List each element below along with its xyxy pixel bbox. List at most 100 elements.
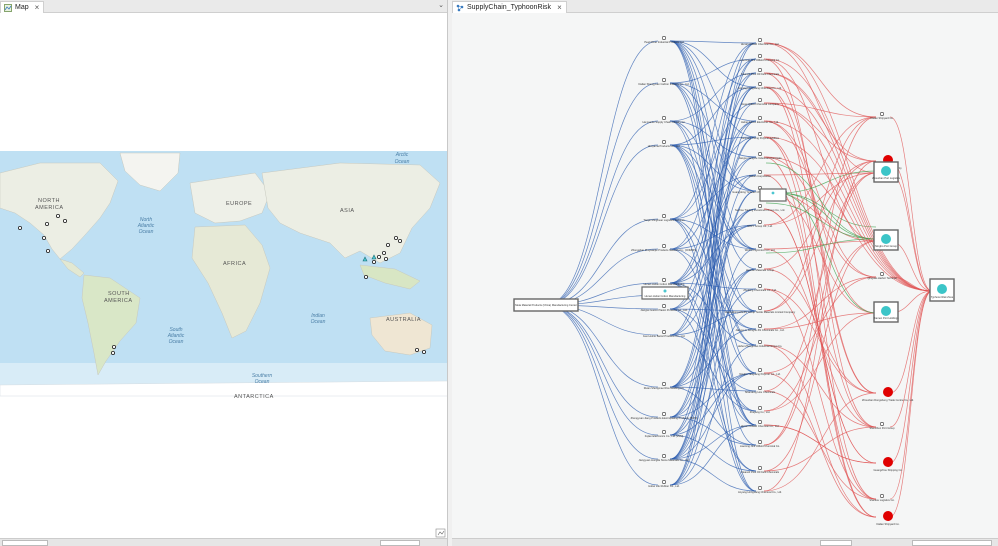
at-risk-node[interactable] bbox=[883, 511, 893, 521]
selected-node-box[interactable] bbox=[641, 286, 689, 300]
supplier-node-tier1[interactable] bbox=[662, 214, 667, 219]
supplier-node-tier2[interactable] bbox=[757, 485, 762, 490]
supplier-node-tier1[interactable] bbox=[662, 140, 667, 145]
map-marker[interactable] bbox=[385, 242, 390, 247]
supplier-node-tier2[interactable] bbox=[757, 385, 762, 390]
risk-node[interactable] bbox=[937, 284, 947, 294]
supplier-node-tier1[interactable] bbox=[662, 453, 667, 458]
supplier-node-tier3[interactable] bbox=[879, 271, 884, 276]
map-marker[interactable] bbox=[421, 349, 426, 354]
supplier-node-tier2[interactable] bbox=[757, 367, 762, 372]
supplier-node-tier2[interactable] bbox=[757, 170, 762, 175]
supplier-node-tier1[interactable] bbox=[662, 78, 667, 83]
supplier-node-tier2[interactable] bbox=[757, 37, 762, 42]
tab-supplychain[interactable]: SupplyChain_TyphoonRisk × bbox=[452, 1, 567, 13]
supplier-node-tier2[interactable] bbox=[757, 339, 762, 344]
map-marker[interactable] bbox=[45, 221, 50, 226]
map-marker[interactable] bbox=[376, 254, 381, 259]
supplier-node-tier2[interactable] bbox=[757, 405, 762, 410]
supplier-node-tier2[interactable] bbox=[757, 132, 762, 137]
facility-markers[interactable] bbox=[17, 213, 426, 355]
supplier-node-tier1[interactable] bbox=[662, 329, 667, 334]
supplier-label-tier3: Shenzhen Port Group bbox=[869, 426, 895, 430]
map-marker[interactable] bbox=[42, 235, 47, 240]
supplier-node-tier2[interactable] bbox=[757, 116, 762, 121]
edge-risk bbox=[763, 268, 877, 394]
map-marker[interactable] bbox=[363, 274, 368, 279]
supplier-node-tier2[interactable] bbox=[757, 98, 762, 103]
supplier-node-tier2[interactable] bbox=[757, 305, 762, 310]
close-icon[interactable]: × bbox=[557, 3, 562, 12]
supplier-node-tier3[interactable] bbox=[879, 112, 884, 117]
supplier-node-tier2[interactable] bbox=[757, 283, 762, 288]
close-icon[interactable]: × bbox=[34, 3, 40, 12]
chevron-down-icon[interactable]: ⌄ bbox=[438, 2, 444, 9]
supplier-node-tier1[interactable] bbox=[662, 244, 667, 249]
supplier-node-tier2[interactable] bbox=[757, 323, 762, 328]
supplier-node-tier2[interactable] bbox=[757, 439, 762, 444]
selected-tier2-box[interactable] bbox=[759, 188, 787, 202]
at-risk-node[interactable] bbox=[883, 387, 893, 397]
selected-node-dot[interactable] bbox=[771, 191, 775, 195]
nodes[interactable]: Meta Material Products (China) Manufactu… bbox=[513, 35, 955, 526]
supplier-node-tier2[interactable] bbox=[757, 53, 762, 58]
map-marker[interactable] bbox=[397, 238, 402, 243]
map-marker[interactable] bbox=[17, 225, 22, 230]
edge-risk bbox=[765, 120, 933, 292]
supplier-node-tier1[interactable] bbox=[662, 381, 667, 386]
selected-tier3-node[interactable] bbox=[881, 234, 891, 244]
map-marker[interactable] bbox=[414, 347, 419, 352]
edge-supply bbox=[669, 72, 757, 418]
selected-tier3-node[interactable] bbox=[881, 306, 891, 316]
selected-tier3-node[interactable] bbox=[881, 166, 891, 176]
root-node-box[interactable] bbox=[513, 298, 579, 312]
supplier-node-tier3[interactable] bbox=[879, 493, 884, 498]
map-view[interactable]: NORTH AMERICA EUROPE ASIA AFRICA SOUTH A… bbox=[0, 13, 447, 538]
supplier-node-tier1[interactable] bbox=[662, 277, 667, 282]
supplier-label-tier1: Jiangsu Guoxu Plastic Products Co., Ltd. bbox=[640, 308, 687, 312]
scale-selector[interactable] bbox=[2, 540, 48, 546]
link-chart[interactable]: Meta Material Products (China) Manufactu… bbox=[452, 13, 998, 538]
map-marker-highlighted[interactable] bbox=[362, 256, 368, 262]
supplier-node-tier1[interactable] bbox=[662, 411, 667, 416]
supplier-node-tier2[interactable] bbox=[757, 220, 762, 225]
map-marker[interactable] bbox=[371, 259, 376, 264]
supplier-node-tier1[interactable] bbox=[662, 479, 667, 484]
supplier-node-tier2[interactable] bbox=[757, 82, 762, 87]
supplier-node-tier1[interactable] bbox=[662, 303, 667, 308]
zoom-selector[interactable] bbox=[820, 540, 852, 546]
map-marker[interactable] bbox=[111, 350, 116, 355]
map-marker[interactable] bbox=[46, 248, 51, 253]
supplier-node-tier2[interactable] bbox=[757, 465, 762, 470]
map-marker[interactable] bbox=[56, 213, 61, 218]
map-toolbar-icon[interactable] bbox=[435, 528, 446, 538]
highlighted-markers[interactable] bbox=[362, 254, 377, 262]
at-risk-node[interactable] bbox=[883, 457, 893, 467]
map-marker-highlighted[interactable] bbox=[371, 254, 377, 260]
supplier-node-tier1[interactable] bbox=[662, 116, 667, 121]
edge-supply bbox=[669, 82, 757, 270]
edge-supply bbox=[669, 58, 757, 250]
edge-risk bbox=[763, 424, 877, 464]
edge-supply bbox=[669, 144, 757, 192]
supplier-node-tier1[interactable] bbox=[662, 35, 667, 40]
tab-map[interactable]: Map × bbox=[0, 1, 45, 13]
map-marker[interactable] bbox=[381, 250, 386, 255]
map-marker[interactable] bbox=[63, 218, 68, 223]
supplier-node-tier2[interactable] bbox=[757, 419, 762, 424]
supplier-node-tier2[interactable] bbox=[757, 204, 762, 209]
supplier-node-tier2[interactable] bbox=[757, 67, 762, 72]
supplier-node-tier2[interactable] bbox=[757, 244, 762, 249]
world-map[interactable]: NORTH AMERICA EUROPE ASIA AFRICA SOUTH A… bbox=[0, 13, 447, 538]
supplier-node-tier2[interactable] bbox=[757, 264, 762, 269]
selected-node-dot[interactable] bbox=[663, 289, 667, 293]
map-marker[interactable] bbox=[112, 344, 117, 349]
supplier-node-tier3[interactable] bbox=[879, 421, 884, 426]
supplier-node-tier2[interactable] bbox=[757, 152, 762, 157]
link-chart-view[interactable]: Meta Material Products (China) Manufactu… bbox=[452, 13, 998, 538]
edge-supply bbox=[669, 434, 757, 472]
map-marker[interactable] bbox=[383, 256, 388, 261]
map-marker[interactable] bbox=[393, 235, 398, 240]
supplier-node-tier1[interactable] bbox=[662, 429, 667, 434]
edge-risk bbox=[763, 172, 877, 176]
